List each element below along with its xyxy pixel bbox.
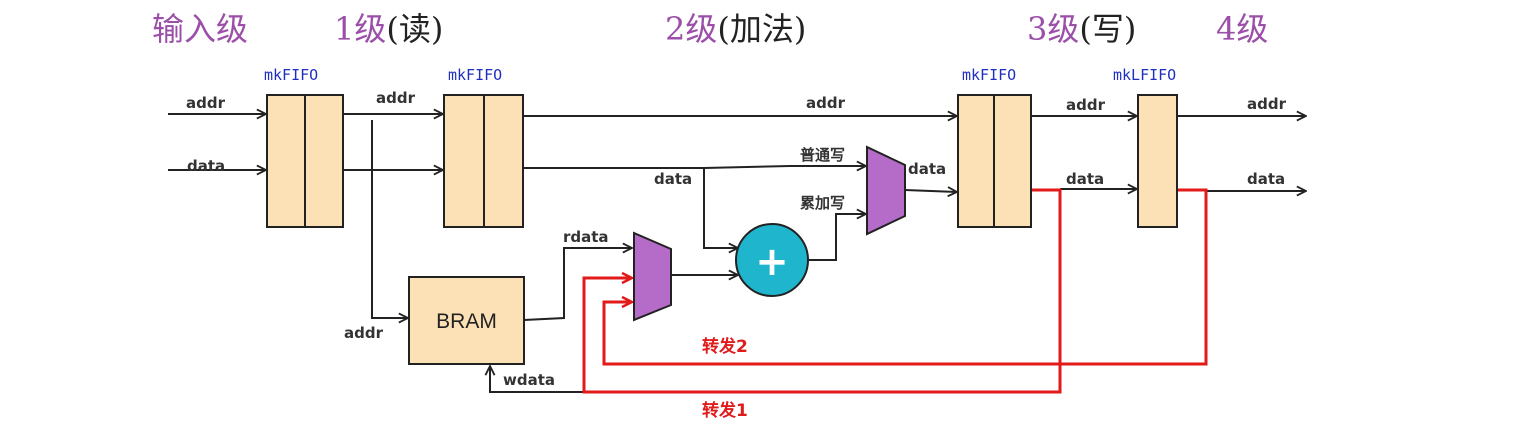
- label-data-mux-out: data: [908, 160, 946, 178]
- adder: +: [735, 223, 809, 297]
- fifo-s3-label: mkFIFO: [962, 66, 1016, 84]
- forward-path-1: [582, 188, 1062, 394]
- lfifo-s4-label: mkLFIFO: [1113, 66, 1176, 84]
- wire-addr-bram: [371, 120, 408, 318]
- label-addr-out: addr: [1247, 95, 1287, 113]
- label-rdata: rdata: [563, 228, 609, 246]
- wire-adder-mux: [808, 214, 866, 261]
- stage-2-label: 2级(加法): [665, 10, 806, 48]
- wire-mux-fifo-s3: [904, 190, 957, 192]
- stage-3-role: (写): [1079, 10, 1136, 48]
- label-normal-write: 普通写: [800, 146, 845, 164]
- wire-data-s2: [523, 166, 866, 168]
- stage-3-number: 3级: [1027, 10, 1079, 48]
- label-addr-in: addr: [186, 94, 226, 112]
- fifo-s1: [443, 94, 524, 228]
- bram-block: BRAM: [408, 276, 525, 365]
- stage-1-label: 1级(读): [334, 10, 443, 48]
- stage-2-number: 2级: [665, 10, 717, 48]
- lfifo-s4: [1137, 94, 1178, 228]
- write-mux: [866, 145, 906, 236]
- read-mux: [633, 231, 672, 322]
- label-accum-write: 累加写: [800, 194, 845, 212]
- bram-label: BRAM: [436, 310, 497, 333]
- label-forward-2: 转发2: [702, 336, 748, 357]
- stage-1-role: (读): [386, 10, 443, 48]
- label-addr-s3: addr: [1066, 96, 1106, 114]
- label-forward-1: 转发1: [702, 400, 748, 421]
- fifo-in: [266, 94, 344, 228]
- stage-4-label: 4级: [1216, 10, 1268, 48]
- wire-data-adder: [703, 168, 738, 248]
- label-wdata: wdata: [503, 371, 555, 389]
- wire-wdata: [490, 366, 584, 393]
- label-data-out: data: [1247, 170, 1285, 188]
- stage-2-role: (加法): [717, 10, 806, 48]
- stage-3-label: 3级(写): [1027, 10, 1136, 48]
- stage-1-number: 1级: [334, 10, 386, 48]
- label-addr-s2: addr: [806, 94, 846, 112]
- label-addr-bram: addr: [344, 324, 384, 342]
- label-data-s3: data: [1066, 170, 1104, 188]
- fifo-in-label: mkFIFO: [264, 66, 318, 84]
- label-addr-s1: addr: [376, 89, 416, 107]
- stage-input-label: 输入级: [152, 10, 248, 48]
- label-data-s2: data: [654, 170, 692, 188]
- forward-path-2: [602, 188, 1208, 366]
- fifo-s1-label: mkFIFO: [448, 66, 502, 84]
- fifo-s3: [957, 94, 1032, 228]
- label-data-in: data: [187, 157, 225, 175]
- plus-icon: +: [755, 239, 789, 285]
- wire-rdata: [523, 248, 632, 321]
